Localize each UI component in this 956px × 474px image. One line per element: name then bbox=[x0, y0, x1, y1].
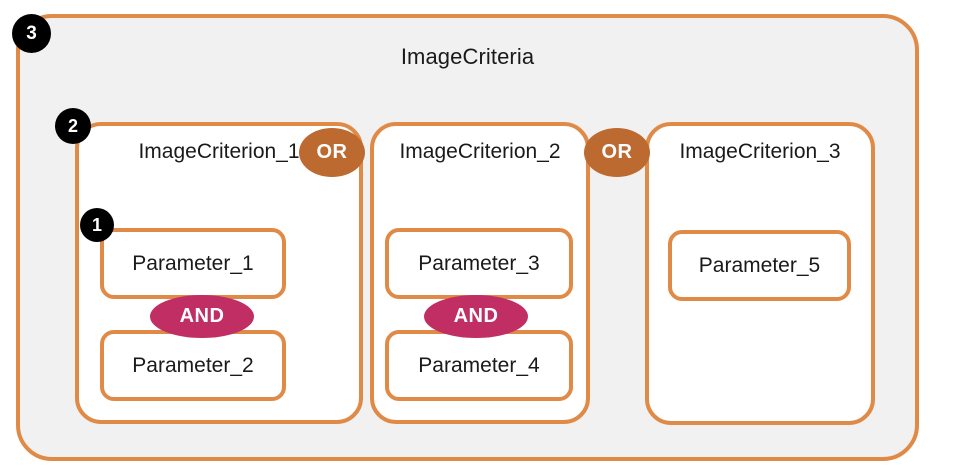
and-operator-badge-2: AND bbox=[424, 295, 528, 338]
image-criterion-2-title: ImageCriterion_2 bbox=[399, 140, 561, 163]
parameter-4-box: Parameter_4 bbox=[385, 330, 573, 401]
image-criteria-title: ImageCriteria bbox=[400, 44, 535, 69]
or-operator-badge-2: OR bbox=[584, 128, 650, 177]
parameter-5-box: Parameter_5 bbox=[668, 230, 851, 301]
parameter-2-box: Parameter_2 bbox=[100, 330, 286, 401]
level-badge-1: 1 bbox=[80, 208, 114, 242]
image-criterion-1-title: ImageCriterion_1 bbox=[138, 140, 300, 163]
parameter-1-box: Parameter_1 bbox=[100, 228, 286, 299]
or-operator-badge-1: OR bbox=[299, 128, 365, 177]
level-badge-2: 2 bbox=[55, 108, 91, 144]
level-badge-3: 3 bbox=[12, 14, 51, 53]
and-operator-badge-1: AND bbox=[150, 295, 254, 338]
image-criterion-3-title: ImageCriterion_3 bbox=[679, 140, 841, 163]
parameter-3-box: Parameter_3 bbox=[385, 228, 573, 299]
